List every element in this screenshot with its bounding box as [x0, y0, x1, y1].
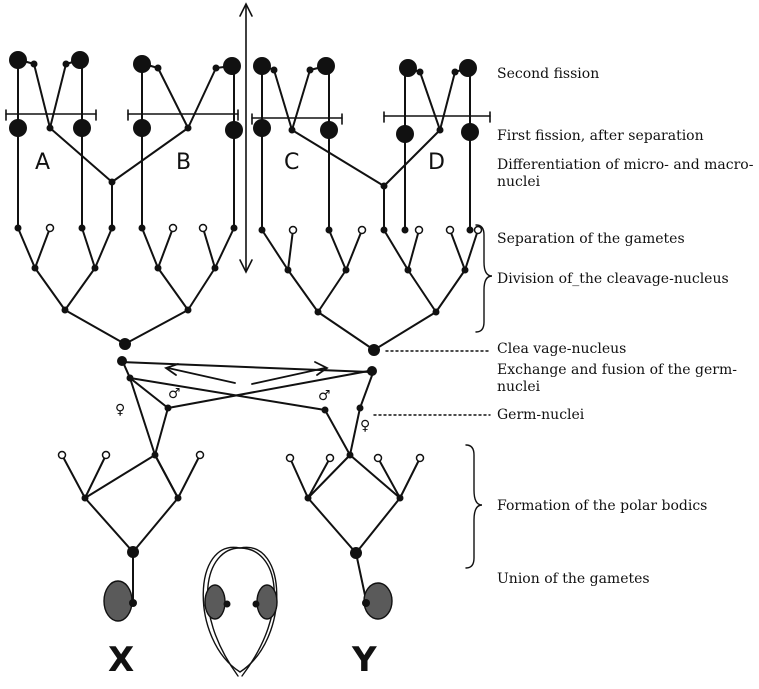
- letter-d: D: [428, 150, 445, 175]
- label-second-fission: Second fission: [497, 66, 600, 82]
- large-nuclei-dots: [9, 51, 479, 559]
- letter-y: Y: [352, 640, 377, 680]
- right-polar-tree: [289, 454, 421, 601]
- label-division: Division of_the cleavage-nucleus: [497, 271, 729, 287]
- small-nuclei-dots: [14, 60, 474, 502]
- letter-x: X: [108, 640, 135, 680]
- female-symbol-right: ♀: [360, 418, 371, 434]
- right-division-tree: [261, 65, 479, 351]
- fission-brackets: [5, 109, 491, 125]
- female-symbol-left: ♀: [115, 402, 126, 418]
- micro-nuclei: [129, 599, 370, 608]
- letter-b: B: [176, 150, 192, 175]
- germ-nuclei-exchange: [121, 359, 375, 456]
- exchange-arrows: [164, 361, 329, 385]
- central-double-arrow: [239, 2, 253, 274]
- label-separation: Separation of the gametes: [497, 231, 685, 247]
- left-polar-tree: [61, 454, 201, 601]
- label-first-fission: First fission, after separation: [497, 128, 704, 144]
- label-differentiation: Differentiation of micro- and macro-nucl…: [497, 157, 754, 190]
- male-symbol-left: ♂: [168, 386, 181, 402]
- label-exchange-fusion: Exchange and fusion of the germ-nuclei: [497, 362, 737, 395]
- label-germ-nuclei: Germ-nuclei: [497, 407, 585, 423]
- macro-nuclei-blobs: [103, 580, 393, 622]
- label-union-gametes: Union of the gametes: [497, 571, 650, 587]
- male-symbol-right: ♂: [318, 388, 331, 404]
- paired-gametes: [202, 546, 278, 677]
- right-braces: [465, 224, 493, 569]
- left-division-tree: [17, 59, 235, 345]
- letter-c: C: [284, 150, 300, 175]
- label-polar-bodies: Formation of the polar bodics: [497, 498, 708, 514]
- open-circle-nuclei: [45, 223, 483, 463]
- dotted-leaders: [373, 350, 491, 416]
- letter-a: A: [35, 150, 51, 175]
- label-cleavage-nucleus: Clea vage-nucleus: [497, 341, 627, 357]
